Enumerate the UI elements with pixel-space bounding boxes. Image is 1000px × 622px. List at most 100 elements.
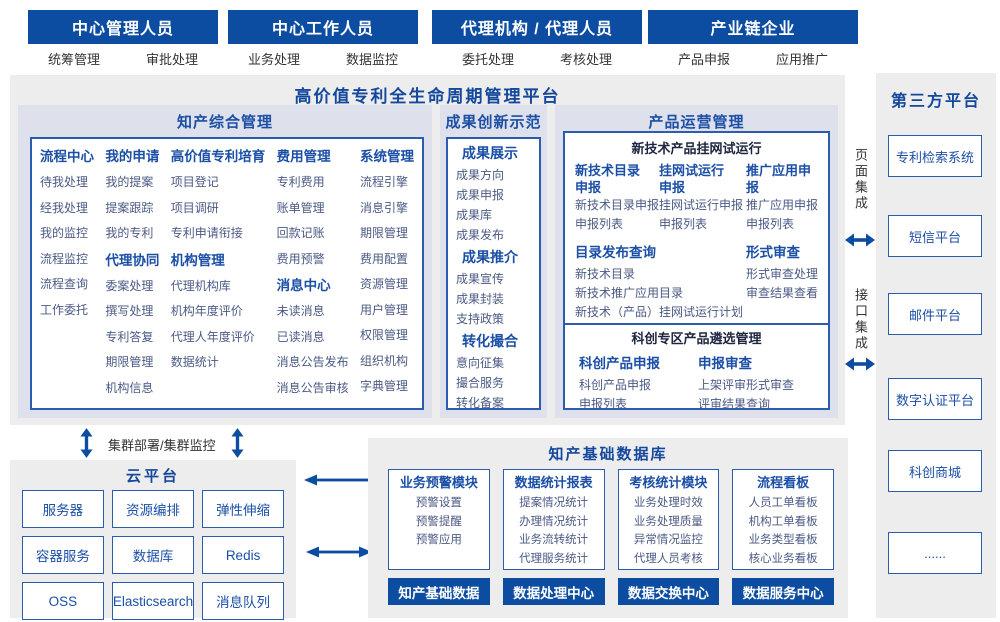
menu-item: 我的监控 [40, 226, 89, 240]
third-party-box: 数字认证平台 [888, 378, 982, 420]
left-arrow-icon [304, 474, 392, 486]
menu-item: 申报列表 [745, 217, 794, 231]
group-header: 转化撮合 [462, 333, 518, 349]
group-header: 高价值专利培育 [170, 149, 266, 164]
actor-role-label: 考核处理 [560, 51, 613, 67]
third-party-panel: 第三方平台 专利检索系统短信平台邮件平台数字认证平台科创商城...... [876, 73, 996, 618]
menu-item: 预警提醒 [415, 515, 462, 528]
kb-module-box: 流程看板人员工单看板机构工单看板业务类型看板核心业务看板 [732, 469, 834, 570]
menu-item: 提案跟踪 [105, 200, 154, 215]
vertical-double-arrow-icon [80, 428, 93, 458]
cloud-service-box: Redis [202, 536, 284, 574]
cloud-platform-title: 云平台 [125, 468, 180, 485]
menu-item: 新技术目录 [575, 267, 636, 281]
group-header: 成果展示 [462, 145, 518, 161]
platform-panel: 高价值专利全生命周期管理平台 知产综合管理 流程中心待我处理经我处理我的监控流程… [10, 75, 845, 425]
data-center-box: 知产基础数据 [388, 578, 490, 605]
menu-item: 支持政策 [456, 312, 505, 326]
group-header: 新技术目录申报 [575, 163, 641, 195]
menu-item: 机构年度评价 [170, 304, 243, 318]
menu-item: 申报列表 [659, 217, 708, 231]
group-header: 代理协同 [105, 252, 160, 268]
menu-item: 经我处理 [40, 200, 89, 215]
menu-item: 代理人年度评价 [170, 329, 255, 344]
menu-column: 申报审查 上架评审形式审查评审结果查询 [698, 352, 794, 414]
menu-column: 我的申请我的提案提案跟踪我的专利代理协同委案处理撰写处理专利答复期限管理机构信息 [105, 143, 159, 404]
knowledge-base-title: 知产基础数据库 [548, 446, 668, 463]
menu-item: 费用配置 [359, 251, 408, 266]
data-center-box: 数据服务中心 [732, 578, 834, 605]
data-center-box: 数据处理中心 [502, 578, 605, 605]
menu-item: 撰写处理 [105, 304, 154, 318]
menu-item: 项目登记 [170, 175, 219, 189]
actor-title: 代理机构 / 代理人员 [432, 10, 642, 44]
menu-item: 消息公告审核 [276, 380, 349, 395]
menu-item: 回款记账 [276, 226, 325, 240]
api-integration-label: 接口集成 [853, 288, 868, 352]
menu-item: 代理服务统计 [519, 552, 589, 565]
menu-item: 资源管理 [359, 277, 408, 291]
selection-box: 科创专区产品遴选管理 科创产品申报 科创产品申报申报列表 申报审查 上架评审形式… [563, 323, 830, 411]
menu-item: 机构工单看板 [748, 515, 818, 528]
group-header: 考核统计模块 [629, 475, 708, 490]
actor-center-staff: 中心工作人员 业务处理 数据监控 [228, 10, 418, 110]
menu-item: 形式审查处理 [745, 267, 818, 281]
group-header: 我的申请 [105, 149, 160, 164]
menu-item: 意向征集 [456, 356, 505, 370]
menu-item: 流程查询 [40, 277, 89, 291]
section-title: 知产综合管理 [176, 114, 273, 131]
menu-column: 流程中心待我处理经我处理我的监控流程监控流程查询工作委托 [40, 143, 94, 404]
ip-comprehensive-box: 流程中心待我处理经我处理我的监控流程监控流程查询工作委托 我的申请我的提案提案跟… [30, 137, 424, 410]
section-ip-comprehensive: 知产综合管理 流程中心待我处理经我处理我的监控流程监控流程查询工作委托 我的申请… [18, 105, 432, 418]
menu-item: 期限管理 [105, 355, 154, 369]
cloud-service-box: Elasticsearch [111, 582, 195, 620]
actor-center-managers: 中心管理人员 统筹管理 审批处理 [28, 10, 218, 110]
actor-agencies: 代理机构 / 代理人员 委托处理 考核处理 [432, 10, 642, 110]
actor-industry-chain: 产业链企业 产品申报 应用推广 [648, 10, 858, 110]
actor-role-label: 数据监控 [346, 51, 399, 67]
menu-item: 流程监控 [40, 251, 89, 266]
horizontal-double-arrow-icon [845, 357, 875, 371]
menu-item: 科创产品申报 [579, 378, 652, 392]
group-header: 流程中心 [40, 149, 94, 164]
menu-column: 新技术目录申报 新技术目录申报申报列表 [575, 162, 659, 234]
menu-item: 消息公告发布 [276, 355, 349, 369]
kb-module-box: 业务预警模块预警设置预警提醒预警应用 [388, 469, 490, 570]
menu-item: 专利费用 [276, 175, 325, 189]
menu-item: 新技术推广应用目录 [575, 286, 684, 300]
menu-item: 审查结果查看 [745, 286, 818, 300]
cloud-service-box: 消息队列 [202, 582, 284, 620]
menu-column: 推广应用申报 推广应用申报申报列表 [746, 162, 818, 234]
third-party-box: 科创商城 [888, 450, 982, 492]
actor-title: 中心管理人员 [28, 10, 218, 44]
third-party-title: 第三方平台 [890, 93, 981, 110]
formal-review-group: 形式审查 形式审查处理审查结果查看 [746, 241, 818, 322]
menu-item: 代理机构库 [170, 278, 231, 293]
menu-item: 消息引擎 [359, 200, 408, 215]
menu-item: 预警应用 [415, 534, 462, 546]
group-header: 成果推介 [462, 249, 518, 265]
group-header: 推广应用申报 [745, 163, 811, 195]
group-header: 消息中心 [276, 278, 331, 293]
menu-column: 科创产品申报 科创产品申报申报列表 [579, 352, 660, 414]
menu-item: 未读消息 [276, 304, 325, 318]
group-header: 目录发布查询 [575, 245, 656, 260]
kb-module-box: 考核统计模块业务处理时效业务处理质量异常情况监控代理人员考核 [617, 469, 720, 570]
menu-item: 用户管理 [359, 302, 408, 317]
menu-item: 成果宣传 [456, 272, 505, 286]
menu-item: 业务处理时效 [633, 497, 703, 509]
online-trial-box: 新技术产品挂网试运行 新技术目录申报 新技术目录申报申报列表 挂网试运行申报 挂… [563, 131, 830, 329]
group-header: 申报审查 [698, 356, 752, 371]
menu-item: 已读消息 [276, 329, 325, 344]
menu-item: 推广应用申报 [745, 198, 818, 212]
actor-role-label: 应用推广 [776, 51, 829, 67]
actor-title: 中心工作人员 [228, 10, 418, 44]
actor-role-label: 统筹管理 [47, 51, 100, 67]
menu-item: 成果申报 [456, 188, 505, 202]
menu-item: 提案情况统计 [519, 497, 589, 509]
menu-item: 业务处理质量 [633, 515, 703, 528]
section-product-operations: 产品运营管理 新技术产品挂网试运行 新技术目录申报 新技术目录申报申报列表 挂网… [555, 105, 838, 418]
platform-title: 高价值专利全生命周期管理平台 [294, 87, 561, 106]
group-header: 业务预警模块 [399, 475, 478, 490]
